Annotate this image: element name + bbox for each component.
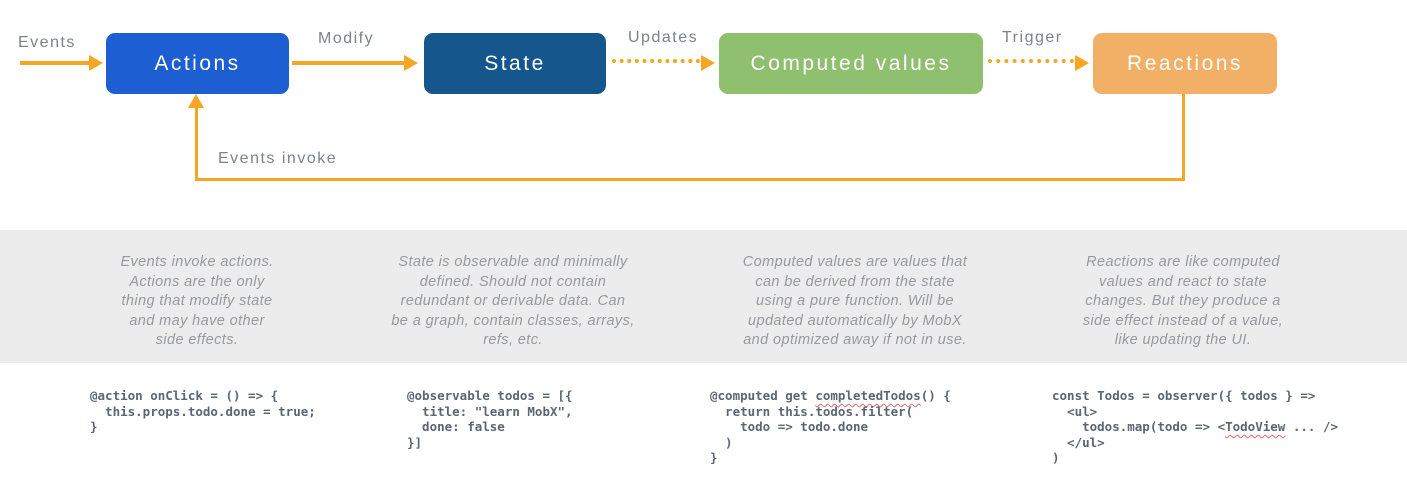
arrow-updates-dotted-line xyxy=(612,59,700,63)
arrow-updates-head-icon xyxy=(701,55,715,71)
edge-label-events-invoke: Events invoke xyxy=(218,150,338,167)
description-actions: Events invoke actions. Actions are the o… xyxy=(120,254,274,348)
node-state: State xyxy=(424,33,606,94)
feedback-loop-arrowhead-icon xyxy=(188,94,204,108)
edge-label-modify: Modify xyxy=(318,30,375,47)
arrow-modify-line xyxy=(292,61,405,65)
feedback-loop-left-segment xyxy=(195,106,198,181)
code-sample-observer: const Todos = observer({ todos } => <ul>… xyxy=(1052,388,1338,465)
node-computed-values: Computed values xyxy=(719,33,983,94)
arrow-modify-head-icon xyxy=(404,55,418,71)
edge-label-events: Events xyxy=(18,34,76,51)
arrow-events-line xyxy=(20,61,90,65)
code-sample-computed: @computed get completedTodos() { return … xyxy=(710,388,951,465)
description-computed-values: Computed values are values that can be d… xyxy=(742,254,968,348)
misspelled-word: TodoView xyxy=(1225,419,1286,434)
code-sample-observable: @observable todos = [{ title: "learn Mob… xyxy=(407,388,573,450)
edge-label-updates: Updates xyxy=(628,29,699,46)
feedback-loop-bottom-segment xyxy=(195,178,1185,181)
arrow-trigger-head-icon xyxy=(1075,55,1089,71)
node-reactions: Reactions xyxy=(1093,33,1277,94)
feedback-loop-right-segment xyxy=(1182,94,1185,181)
arrow-events-head-icon xyxy=(89,55,103,71)
misspelled-word: completedTodos xyxy=(815,388,921,403)
edge-label-trigger: Trigger xyxy=(1002,29,1063,46)
description-state: State is observable and minimally define… xyxy=(391,254,635,348)
arrow-trigger-dotted-line xyxy=(988,59,1074,63)
code-sample-action: @action onClick = () => { this.props.tod… xyxy=(90,388,316,434)
node-actions: Actions xyxy=(106,33,289,94)
description-reactions: Reactions are like computed values and r… xyxy=(1082,254,1284,348)
description-band xyxy=(0,230,1407,363)
